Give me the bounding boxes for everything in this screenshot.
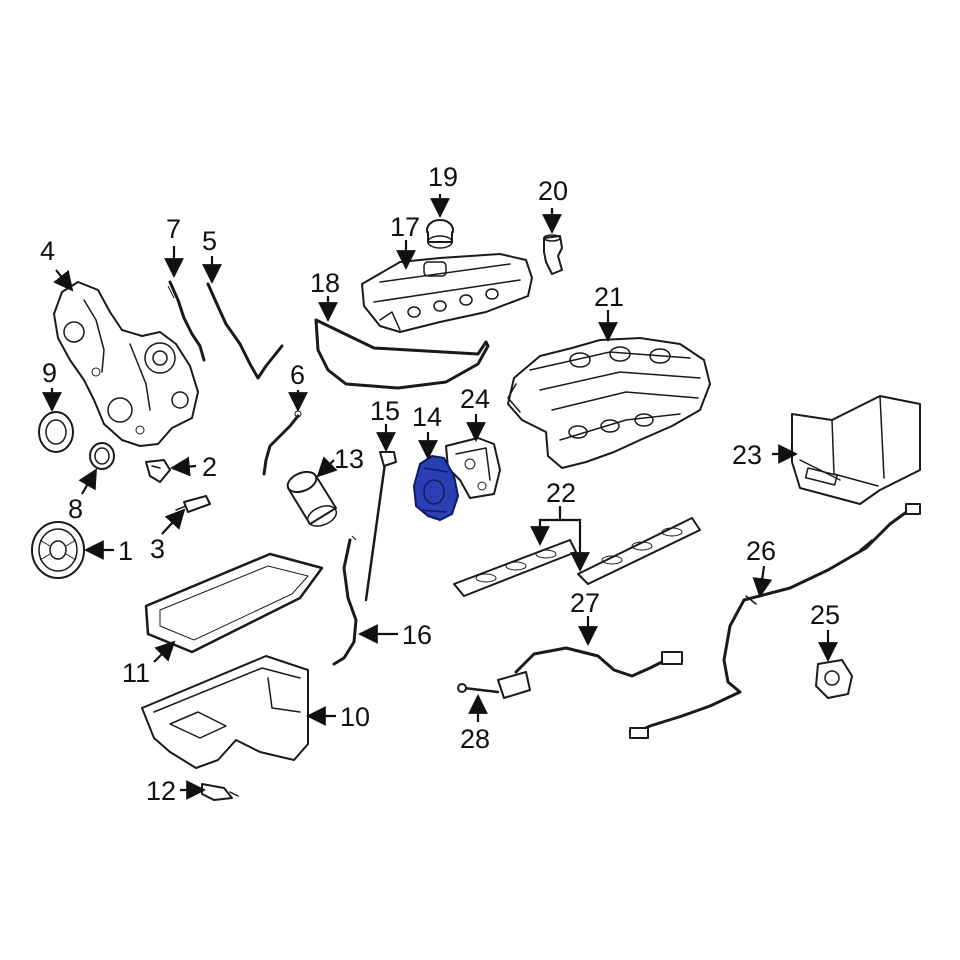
callout-5[interactable]: 5: [202, 226, 217, 256]
part-2-sensor[interactable]: [145, 459, 171, 483]
callout-8[interactable]: 8: [68, 494, 83, 524]
part-15-oil-dipstick[interactable]: [364, 451, 397, 602]
part-6-tube[interactable]: [262, 410, 302, 476]
part-26-wiring-harness[interactable]: [629, 503, 921, 739]
part-8-o-ring[interactable]: [89, 442, 115, 470]
part-17-valve-cover[interactable]: [361, 253, 533, 333]
callout-labels: 1 2 3 4 5 6 7 8 9 10 11 12 13 14 15 16 1…: [40, 162, 840, 806]
callout-22[interactable]: 22: [546, 478, 576, 508]
callout-12[interactable]: 12: [146, 776, 176, 806]
part-21-intake-manifold[interactable]: [507, 337, 711, 469]
part-18-valve-cover-gasket[interactable]: [314, 318, 490, 390]
part-27-wiring-harness[interactable]: [497, 646, 683, 699]
callout-2[interactable]: 2: [202, 452, 217, 482]
part-13-oil-filter[interactable]: [285, 468, 340, 530]
part-23-tray[interactable]: [791, 395, 921, 505]
part-19-oil-filler-cap[interactable]: [426, 219, 454, 249]
part-11-oil-pan-gasket[interactable]: [144, 552, 324, 654]
callout-10[interactable]: 10: [340, 702, 370, 732]
callout-14[interactable]: 14: [412, 402, 442, 432]
callout-26[interactable]: 26: [746, 536, 776, 566]
part-3-sensor[interactable]: [175, 495, 211, 513]
part-10-oil-pan[interactable]: [141, 655, 309, 769]
part-1-crankshaft-damper[interactable]: [31, 521, 85, 579]
part-16-dipstick-tube[interactable]: [332, 535, 358, 666]
callout-11[interactable]: 11: [122, 658, 150, 688]
part-4-timing-cover[interactable]: [53, 281, 199, 447]
callout-20[interactable]: 20: [538, 176, 568, 206]
part-14-highlighted[interactable]: [413, 455, 459, 521]
callout-15[interactable]: 15: [370, 396, 400, 426]
callout-18[interactable]: 18: [310, 268, 340, 298]
callout-16[interactable]: 16: [402, 620, 432, 650]
callout-24[interactable]: 24: [460, 384, 490, 414]
part-7-tube[interactable]: [167, 280, 206, 362]
part-25-sensor[interactable]: [815, 659, 853, 699]
callout-9[interactable]: 9: [42, 358, 57, 388]
callout-1[interactable]: 1: [118, 536, 133, 566]
callout-17[interactable]: 17: [390, 212, 420, 242]
callout-25[interactable]: 25: [810, 600, 840, 630]
callout-4[interactable]: 4: [40, 236, 55, 266]
callout-28[interactable]: 28: [460, 724, 490, 754]
callout-23[interactable]: 23: [732, 440, 762, 470]
part-9-front-seal[interactable]: [38, 411, 74, 453]
part-22-intake-gaskets[interactable]: [453, 517, 701, 597]
callout-13[interactable]: 13: [334, 444, 364, 474]
callout-27[interactable]: 27: [570, 588, 600, 618]
part-20-pcv-fitting[interactable]: [543, 234, 563, 275]
callout-6[interactable]: 6: [290, 360, 305, 390]
part-5-tube[interactable]: [206, 282, 284, 380]
callout-21[interactable]: 21: [594, 282, 624, 312]
part-28-sensor[interactable]: [457, 683, 500, 694]
callout-19[interactable]: 19: [428, 162, 458, 192]
callout-3[interactable]: 3: [150, 534, 165, 564]
leader-lines: [42, 194, 838, 800]
part-12-sensor[interactable]: [201, 783, 239, 801]
callout-7[interactable]: 7: [166, 214, 181, 244]
